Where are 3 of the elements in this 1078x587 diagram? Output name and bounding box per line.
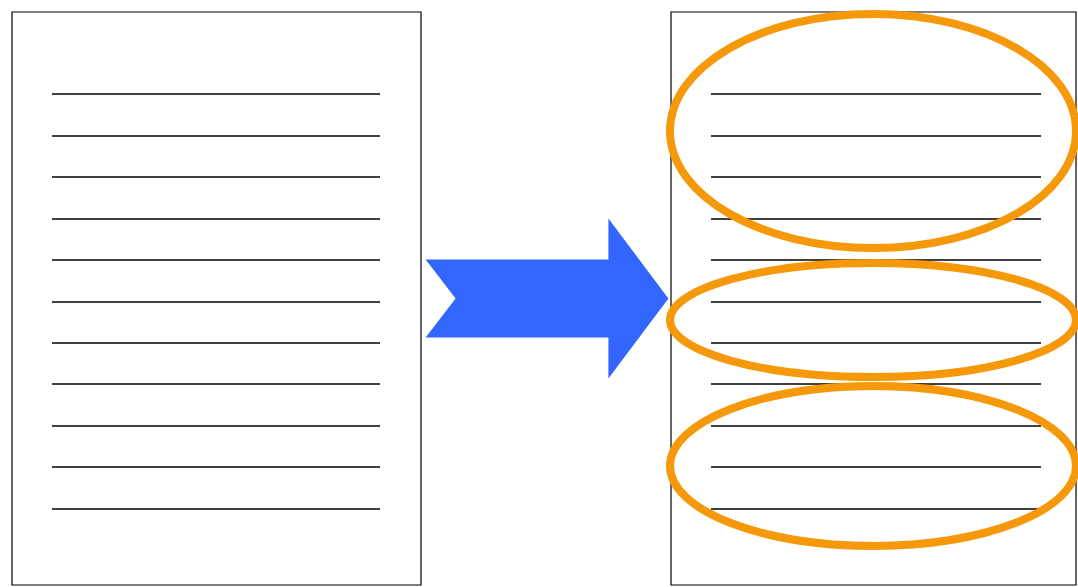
document-page	[670, 11, 1077, 586]
document-page	[11, 11, 422, 586]
block-arrow	[425, 218, 669, 379]
